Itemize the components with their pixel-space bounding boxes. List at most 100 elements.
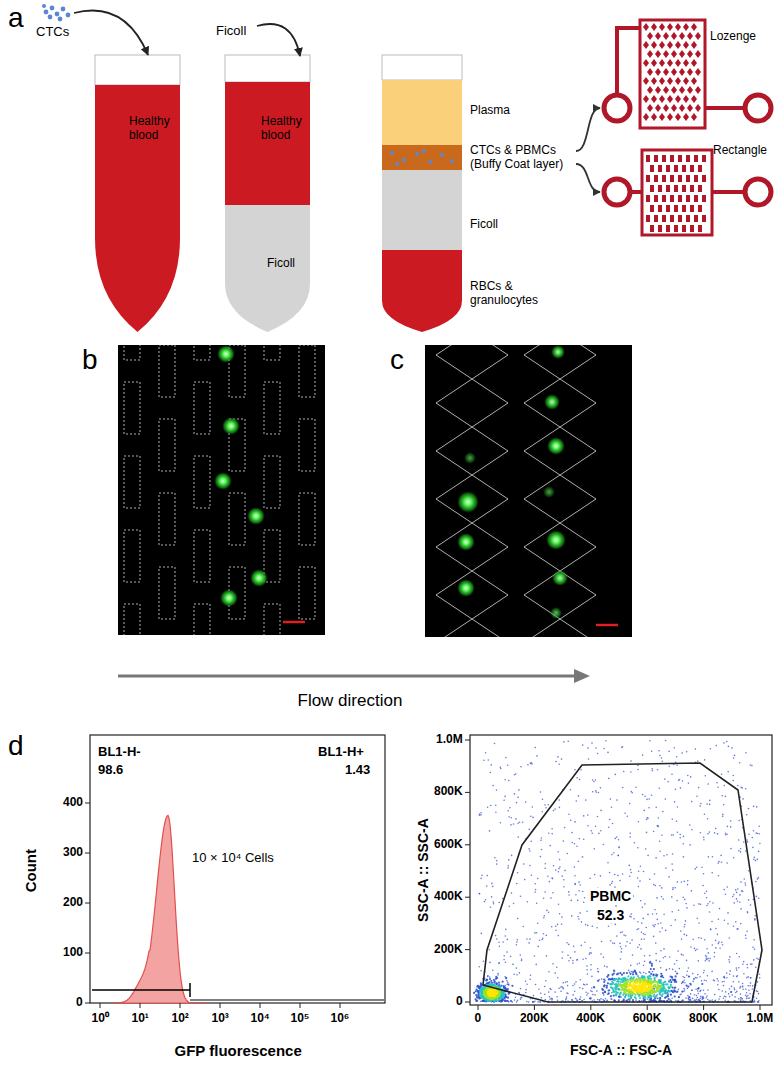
event-dot	[507, 810, 509, 812]
event-dot	[592, 779, 594, 781]
event-dot	[724, 920, 726, 922]
event-dot	[629, 943, 631, 945]
event-dot	[690, 946, 692, 948]
event-dot	[756, 958, 758, 960]
event-dot	[519, 972, 521, 974]
event-dot	[679, 968, 681, 970]
event-dot	[718, 941, 720, 943]
event-dot	[559, 913, 561, 915]
event-dot	[755, 860, 757, 862]
event-dot	[717, 984, 719, 986]
event-dot	[481, 1000, 483, 1002]
event-dot	[490, 906, 492, 908]
event-dot	[736, 953, 738, 955]
event-dot	[603, 994, 605, 996]
event-dot	[567, 985, 569, 987]
event-dot	[754, 918, 756, 920]
event-dot	[699, 805, 701, 807]
event-dot	[558, 903, 560, 905]
event-dot	[746, 992, 748, 994]
event-dot	[575, 981, 577, 983]
event-dot	[562, 987, 564, 989]
event-dot	[737, 888, 739, 890]
event-dot	[706, 980, 708, 982]
event-dot	[697, 760, 699, 762]
event-dot	[536, 903, 538, 905]
event-dot	[659, 788, 661, 790]
tick-mark	[85, 953, 90, 954]
event-dot	[541, 849, 543, 851]
pillar-outline	[124, 382, 140, 434]
scale-bar	[283, 621, 305, 624]
event-dot	[748, 833, 750, 835]
event-dot	[581, 921, 583, 923]
event-dot	[494, 743, 496, 745]
event-dot	[613, 1000, 615, 1002]
event-dot	[657, 997, 659, 999]
event-dot	[691, 989, 693, 991]
event-dot	[682, 843, 684, 845]
event-dot	[552, 878, 554, 880]
event-dot	[611, 992, 613, 994]
event-dot	[706, 803, 708, 805]
event-dot	[527, 901, 529, 903]
event-dot	[758, 898, 760, 900]
event-dot	[588, 758, 590, 760]
event-dot	[755, 966, 757, 968]
event-dot	[574, 875, 576, 877]
event-dot	[483, 760, 485, 762]
event-dot	[549, 881, 551, 883]
event-dot	[576, 777, 578, 779]
event-dot	[595, 790, 597, 792]
event-dot	[695, 977, 697, 979]
event-dot	[517, 918, 519, 920]
event-dot	[518, 992, 520, 994]
event-dot	[525, 992, 527, 994]
event-dot	[717, 934, 719, 936]
event-dot	[703, 990, 705, 992]
cell-fluorescence	[217, 345, 235, 363]
event-dot	[696, 866, 698, 868]
event-dot	[682, 780, 684, 782]
event-dot	[732, 780, 734, 782]
event-dot	[740, 999, 742, 1001]
event-dot	[685, 903, 687, 905]
event-dot	[583, 815, 585, 817]
event-dot	[531, 874, 533, 876]
event-dot	[614, 943, 616, 945]
event-dot	[675, 971, 677, 973]
event-dot	[563, 886, 565, 888]
event-dot	[655, 806, 657, 808]
event-dot	[730, 826, 732, 828]
event-dot	[503, 800, 505, 802]
event-dot	[493, 903, 495, 905]
event-dot	[742, 964, 744, 966]
event-dot	[747, 912, 749, 914]
event-dot	[657, 825, 659, 827]
event-dot	[520, 766, 522, 768]
event-dot	[720, 855, 722, 857]
event-dot	[598, 792, 600, 794]
event-dot	[759, 974, 761, 976]
event-dot	[698, 999, 700, 1001]
event-dot	[571, 999, 573, 1001]
event-dot	[661, 927, 663, 929]
event-dot	[590, 964, 592, 966]
event-dot	[608, 778, 610, 780]
event-dot	[731, 747, 733, 749]
event-dot	[477, 985, 479, 987]
event-dot	[715, 928, 717, 930]
event-dot	[476, 996, 478, 998]
event-dot	[562, 988, 564, 990]
cell-fluorescence	[214, 472, 232, 490]
event-dot	[724, 1000, 726, 1002]
event-dot	[543, 933, 545, 935]
event-dot	[589, 998, 591, 1000]
event-dot	[745, 752, 747, 754]
event-dot	[661, 757, 663, 759]
event-dot	[593, 999, 595, 1001]
event-dot	[659, 961, 661, 963]
event-dot	[537, 922, 539, 924]
event-dot	[497, 974, 499, 976]
event-dot	[567, 993, 569, 995]
